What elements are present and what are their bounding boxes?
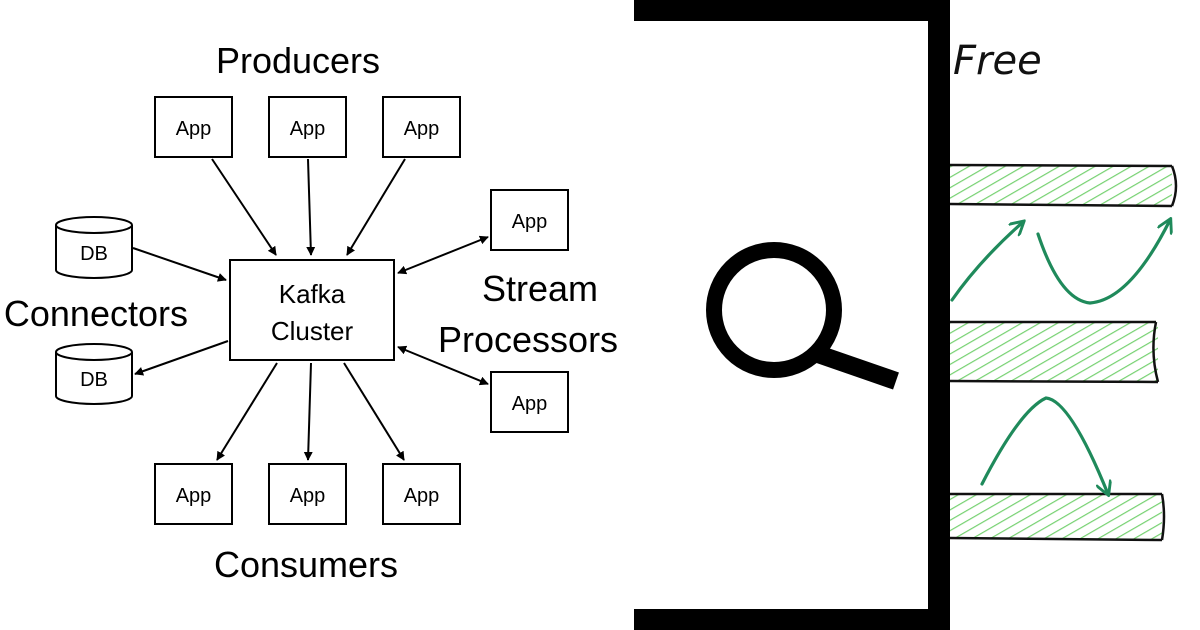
arrow-db-out: [134, 340, 229, 376]
processor-app-1-label: App: [512, 211, 548, 233]
sketch-bar-3: [950, 492, 1166, 542]
arrow-producer-2: [306, 158, 316, 256]
sketch-arrows: [950, 220, 1170, 494]
producer-app-2: App: [268, 96, 347, 158]
magnifier-frame-svg: [634, 0, 950, 630]
arrow-producer-1: [211, 158, 277, 256]
search-icon: [706, 242, 899, 390]
database-1: DB: [55, 216, 133, 279]
producer-app-1-label: App: [176, 118, 212, 140]
database-2-label: DB: [80, 369, 108, 391]
arrow-consumer-1: [216, 362, 278, 461]
sketch-arrow-1: [950, 222, 1023, 302]
frame-bottom-bar: [634, 609, 950, 630]
arrow-db-in: [132, 247, 227, 282]
magnifier-panel: [634, 0, 950, 630]
processor-app-1: App: [490, 189, 569, 251]
frame-right-bar: [928, 0, 950, 630]
producer-app-3: App: [382, 96, 461, 158]
cluster-label-line2: Cluster: [271, 316, 354, 346]
arrow-consumer-2: [303, 362, 313, 461]
consumer-app-1: App: [154, 463, 233, 525]
database-1-label: DB: [80, 243, 108, 265]
connectors-label: Connectors: [4, 293, 188, 334]
processor-app-2-label: App: [512, 393, 548, 415]
kafka-architecture-diagram: Producers Consumers Connectors Stream Pr…: [4, 40, 618, 585]
arrow-consumer-3: [343, 362, 405, 461]
sketch-arrow-3: [980, 396, 1108, 494]
kafka-cluster-box: Kafka Cluster: [229, 259, 395, 361]
consumer-app-2: App: [268, 463, 347, 525]
consumer-app-3-label: App: [404, 485, 440, 507]
sketch-bar-1: [950, 163, 1178, 208]
arrow-processor-2: [397, 345, 489, 386]
diagram-arrows: [132, 158, 489, 461]
processors-label: Processors: [438, 319, 618, 360]
sketch-arrow-2: [1036, 220, 1170, 305]
arrow-producer-3: [346, 158, 406, 256]
processor-app-2: App: [490, 371, 569, 433]
consumer-app-3: App: [382, 463, 461, 525]
database-2: DB: [55, 343, 133, 405]
producers-label: Producers: [216, 40, 380, 81]
producer-app-1: App: [154, 96, 233, 158]
sketch-title: Free: [953, 38, 1042, 84]
kafka-diagram-svg: Producers Consumers Connectors Stream Pr…: [4, 40, 618, 585]
free-space-sketch: Free: [950, 0, 1200, 630]
cluster-label-line1: Kafka: [279, 279, 346, 309]
producer-app-2-label: App: [290, 118, 326, 140]
consumer-app-2-label: App: [290, 485, 326, 507]
consumers-label: Consumers: [214, 544, 398, 585]
sketch-svg: Free: [950, 38, 1178, 542]
producer-app-3-label: App: [404, 118, 440, 140]
stream-label: Stream: [482, 268, 598, 309]
arrow-processor-1: [397, 235, 489, 275]
consumer-app-1-label: App: [176, 485, 212, 507]
frame-top-bar: [634, 0, 950, 21]
sketch-bar-2: [950, 320, 1160, 384]
